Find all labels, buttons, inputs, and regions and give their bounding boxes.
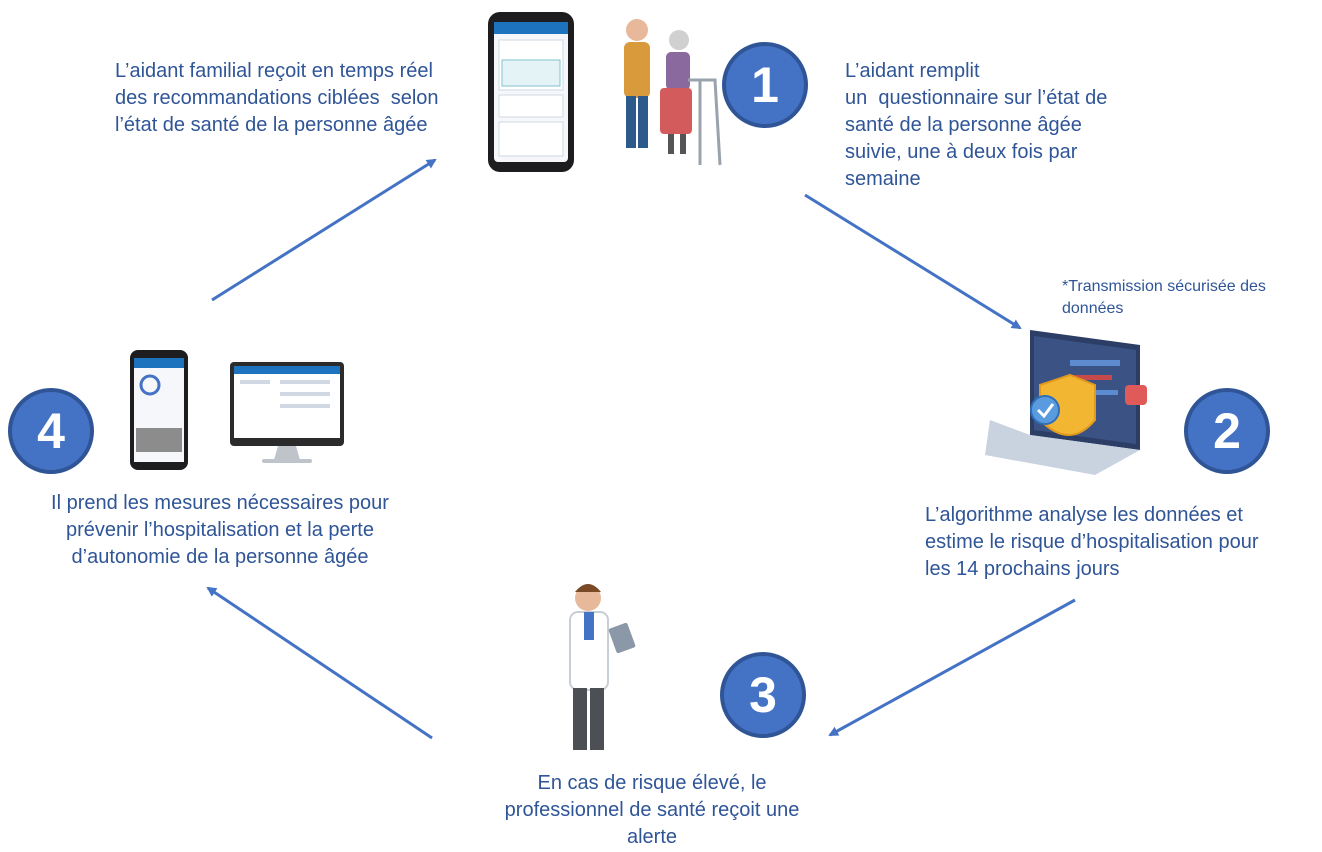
step-1-line: santé de la personne âgée: [845, 114, 1082, 136]
secure-transmission-note: *Transmission sécurisée des données: [1062, 276, 1266, 320]
feedback-text: L’aidant familial reçoit en temps réel d…: [115, 58, 439, 139]
step-4-line: d’autonomie de la personne âgée: [71, 546, 369, 568]
step-1-line: suivie, une à deux fois par: [845, 141, 1078, 163]
phone-and-monitor-dashboard-icon: [130, 350, 344, 470]
feedback-line: L’aidant familial reçoit en temps réel: [115, 60, 433, 82]
step-1-text: L’aidant remplit un questionnaire sur l’…: [845, 58, 1107, 193]
step-2-line: L’algorithme analyse les données et: [925, 504, 1243, 526]
step-4-text: Il prend les mesures nécessaires pour pr…: [20, 490, 420, 571]
step-3-line: En cas de risque élevé, le: [537, 772, 767, 794]
step-3-line: alerte: [626, 826, 678, 848]
step-1-line: un questionnaire sur l’état de: [845, 87, 1108, 109]
note-line: données: [1062, 300, 1124, 317]
feedback-line: des recommandations ciblées selon: [115, 87, 439, 109]
doctor-with-tablet-icon: [569, 584, 636, 750]
caregiver-with-elderly-icon: [624, 19, 722, 166]
arrow-3-to-4: [206, 586, 433, 740]
step-3-line: professionnel de santé reçoit une: [504, 799, 800, 821]
arrow-1-to-2: [804, 193, 1022, 330]
step-3-badge: 3: [720, 652, 806, 738]
step-3-text: En cas de risque élevé, le professionnel…: [472, 770, 832, 851]
smartphone-questionnaire-icon: [488, 12, 574, 172]
arrow-4-to-1: [211, 158, 437, 302]
step-2-text: L’algorithme analyse les données et esti…: [925, 502, 1259, 583]
step-4-line: prévenir l’hospitalisation et la perte: [66, 519, 374, 541]
step-4-badge: 4: [8, 388, 94, 474]
step-2-badge: 2: [1184, 388, 1270, 474]
arrow-2-to-3: [828, 598, 1076, 737]
secure-laptop-icon: [985, 330, 1147, 475]
step-2-line: estime le risque d’hospitalisation pour: [925, 531, 1259, 553]
step-1-line: semaine: [845, 168, 921, 190]
feedback-line: l’état de santé de la personne âgée: [115, 114, 428, 136]
step-1-badge: 1: [722, 42, 808, 128]
step-4-line: Il prend les mesures nécessaires pour: [51, 492, 389, 514]
step-2-line: les 14 prochains jours: [925, 558, 1120, 580]
step-1-line: L’aidant remplit: [845, 60, 980, 82]
note-line: *Transmission sécurisée des: [1062, 278, 1266, 295]
